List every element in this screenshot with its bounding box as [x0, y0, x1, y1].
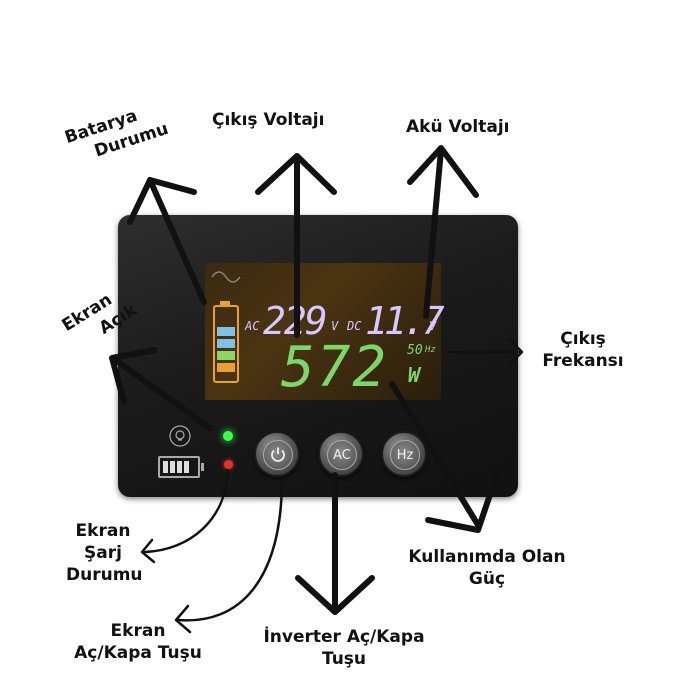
label-power-in-use: Kullanımda Olan Güç: [408, 547, 566, 589]
label-screen-power-button: Ekran Aç/Kapa Tuşu: [74, 621, 202, 663]
battery-icon: [158, 456, 204, 478]
label-output-frequency: Çıkış Frekansı: [542, 329, 624, 371]
screen-on-led: [223, 431, 233, 441]
label-output-voltage: Çıkış Voltajı: [212, 110, 325, 130]
ac-button[interactable]: AC: [318, 431, 364, 477]
battery-level-icon: [213, 301, 239, 383]
power-icon: [271, 447, 285, 462]
power-button[interactable]: [254, 431, 300, 477]
label-screen-charge: Ekran Şarj Durumu: [66, 521, 143, 585]
label-inverter-power-button: İnverter Aç/Kapa Tuşu: [263, 627, 425, 669]
hz-button[interactable]: Hz: [381, 431, 427, 477]
screen-charge-led: [224, 460, 233, 469]
lcd-screen: AC 229 V DC 11.7 V 572 50 Hz W: [205, 263, 444, 400]
label-battery-voltage: Akü Voltajı: [406, 117, 510, 137]
dc-voltage-unit: V: [429, 319, 437, 333]
ac-prefix: AC: [245, 319, 260, 333]
frequency-value: 50: [407, 343, 423, 358]
dc-prefix: DC: [347, 319, 362, 333]
dc-voltage-value: 11.7: [365, 299, 444, 343]
hz-button-label: Hz: [390, 440, 420, 470]
lightbulb-icon: [169, 425, 191, 447]
frequency-unit: Hz: [425, 345, 436, 355]
ac-button-label: AC: [327, 440, 357, 470]
ac-voltage-unit: V: [331, 319, 339, 333]
sine-wave-icon: [211, 271, 241, 283]
power-unit: W: [408, 363, 421, 387]
power-value: 572: [281, 335, 389, 400]
